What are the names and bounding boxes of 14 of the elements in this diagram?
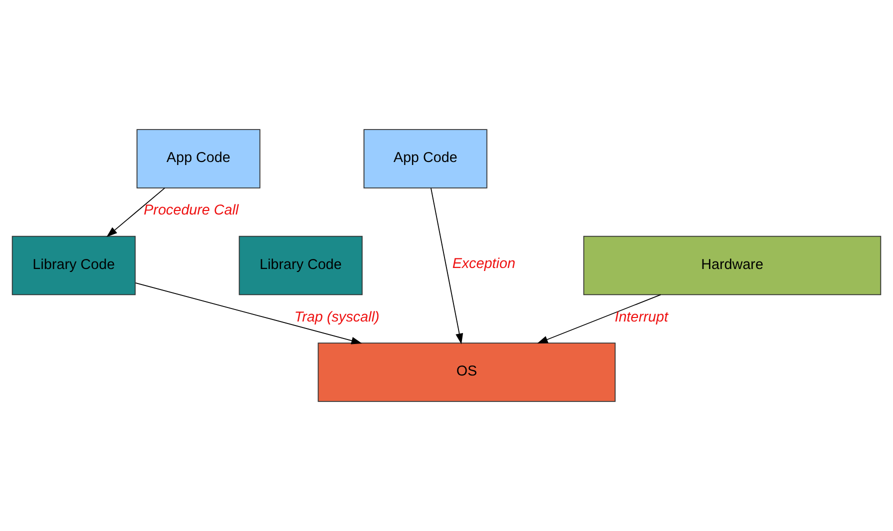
node-box: Library Code	[12, 236, 136, 296]
arrow	[135, 282, 362, 344]
node-box: Hardware	[583, 236, 882, 296]
edge-label: Trap (syscall)	[294, 309, 380, 326]
node-box: OS	[318, 342, 616, 402]
edge-label: Interrupt	[614, 309, 668, 326]
arrow	[430, 188, 464, 344]
edge-label: Procedure Call	[144, 202, 239, 219]
node-box: Library Code	[238, 236, 363, 296]
edge-label: Exception	[452, 256, 516, 272]
node-box: App Code	[136, 129, 260, 188]
arrow	[537, 294, 662, 344]
arrow	[106, 188, 166, 238]
node-box: App Code	[364, 129, 488, 188]
